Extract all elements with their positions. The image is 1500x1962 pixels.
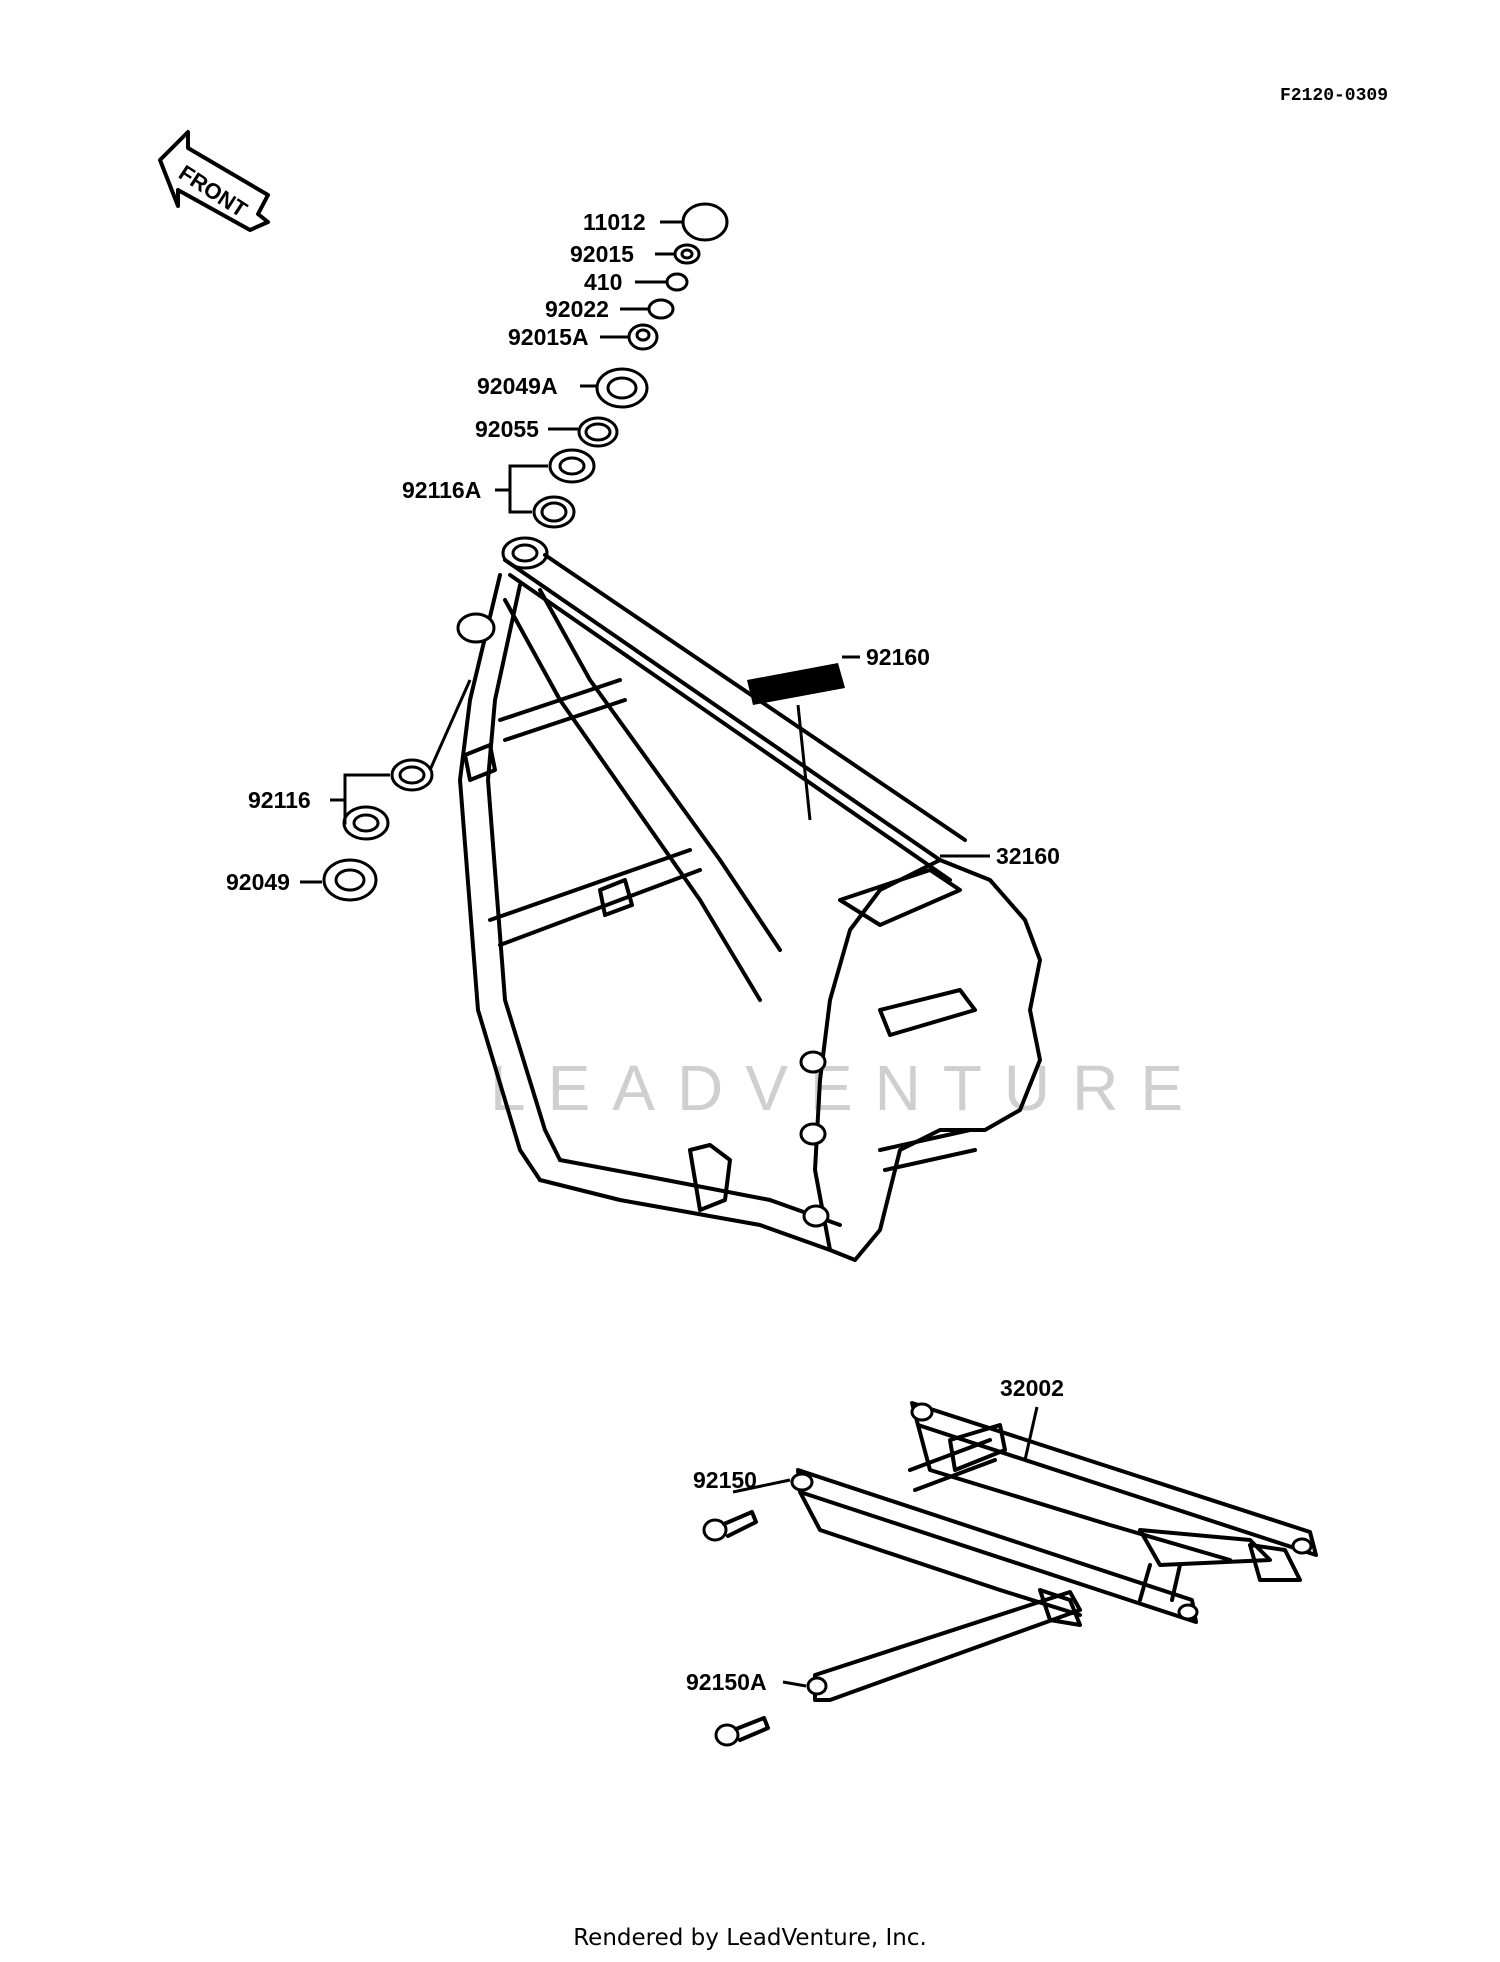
label-92150A: 92150A [686,1669,767,1695]
brace-92150A-side [806,1590,1082,1702]
label-92049A: 92049A [477,373,558,399]
bearing-92116 [342,758,434,841]
diagram-code: F2120-0309 [1280,86,1388,106]
footer-credit: Rendered by LeadVenture, Inc. [573,1925,927,1951]
label-92015A: 92015A [508,324,589,350]
label-11012: 11012 [583,209,646,235]
label-32160: 32160 [996,843,1060,869]
bearing-92116A [532,448,596,529]
label-92116A: 92116A [402,477,481,503]
label-410: 410 [584,269,622,295]
label-92160: 92160 [866,644,930,670]
label-92015: 92015 [570,241,634,267]
nut-92015A [627,323,659,351]
subframe-32002 [790,1401,1318,1627]
washer-92022 [647,298,675,320]
label-92049: 92049 [226,869,290,895]
label-92116: 92116 [248,787,311,813]
front-arrow-label: FRONT [174,160,252,223]
front-arrow-icon: FRONT [158,130,270,232]
nut-92015 [673,243,701,265]
label-32002: 32002 [1000,1375,1064,1401]
washer-410 [665,272,689,292]
label-92022: 92022 [545,296,609,322]
label-92150: 92150 [693,1467,757,1493]
bolt-92150 [702,1510,758,1542]
frame-32160 [456,536,1042,1262]
bolt-92150A [714,1716,770,1747]
label-plate-92160 [747,663,845,705]
watermark: LEADVENTURE [490,1052,1205,1124]
seal-92049 [322,858,378,902]
seal-92049A [595,367,649,409]
ring-92055 [577,416,619,448]
label-92055: 92055 [475,416,539,442]
cap-11012 [681,202,729,242]
